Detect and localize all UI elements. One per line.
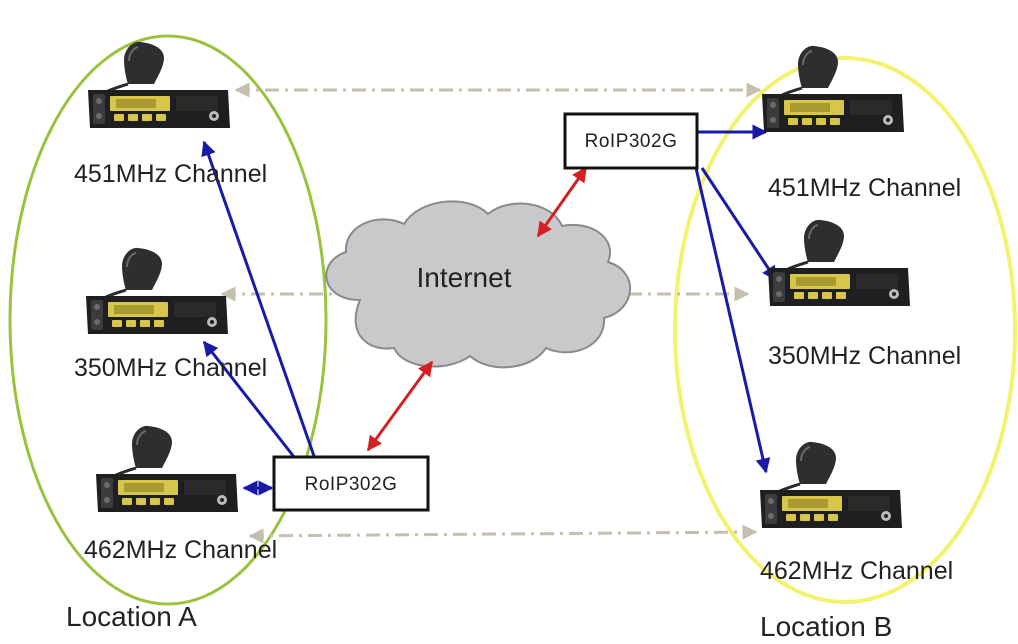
internet-label: Internet — [417, 262, 512, 293]
link-a-gateway-to-451 — [201, 140, 316, 457]
radio-icon-b-350 — [766, 218, 912, 308]
radio-icon-b-451 — [760, 44, 906, 134]
channel-label-b-451: 451MHz Channel — [768, 174, 961, 202]
gateway-b: RoIP302G — [563, 112, 699, 170]
gateway-a-label: RoIP302G — [305, 474, 398, 495]
channel-label-a-350: 350MHz Channel — [74, 354, 267, 382]
channel-label-a-462: 462MHz Channel — [84, 536, 277, 564]
location-b-ring — [673, 56, 1017, 604]
internet-link-a — [366, 360, 434, 452]
virtual-link-462 — [248, 524, 758, 544]
gateway-b-label: RoIP302G — [585, 131, 678, 152]
radio-icon-a-462 — [94, 424, 240, 514]
internet-cloud: Internet — [325, 200, 632, 369]
link-a-gateway-to-350 — [202, 340, 300, 463]
radio-icon-a-350 — [84, 246, 230, 336]
channel-label-b-350: 350MHz Channel — [768, 342, 961, 370]
channel-label-b-462: 462MHz Channel — [760, 557, 953, 585]
radio-icon-b-462 — [758, 440, 904, 530]
location-a-label: Location A — [66, 601, 197, 632]
link-b-gateway-to-350 — [700, 167, 778, 282]
link-b-gateway-to-462 — [694, 167, 771, 474]
gateway-a: RoIP302G — [272, 455, 430, 512]
location-b-label: Location B — [760, 611, 892, 642]
location-a-ring — [8, 34, 328, 606]
channel-label-a-451: 451MHz Channel — [74, 160, 267, 188]
internet-link-b — [536, 166, 588, 238]
